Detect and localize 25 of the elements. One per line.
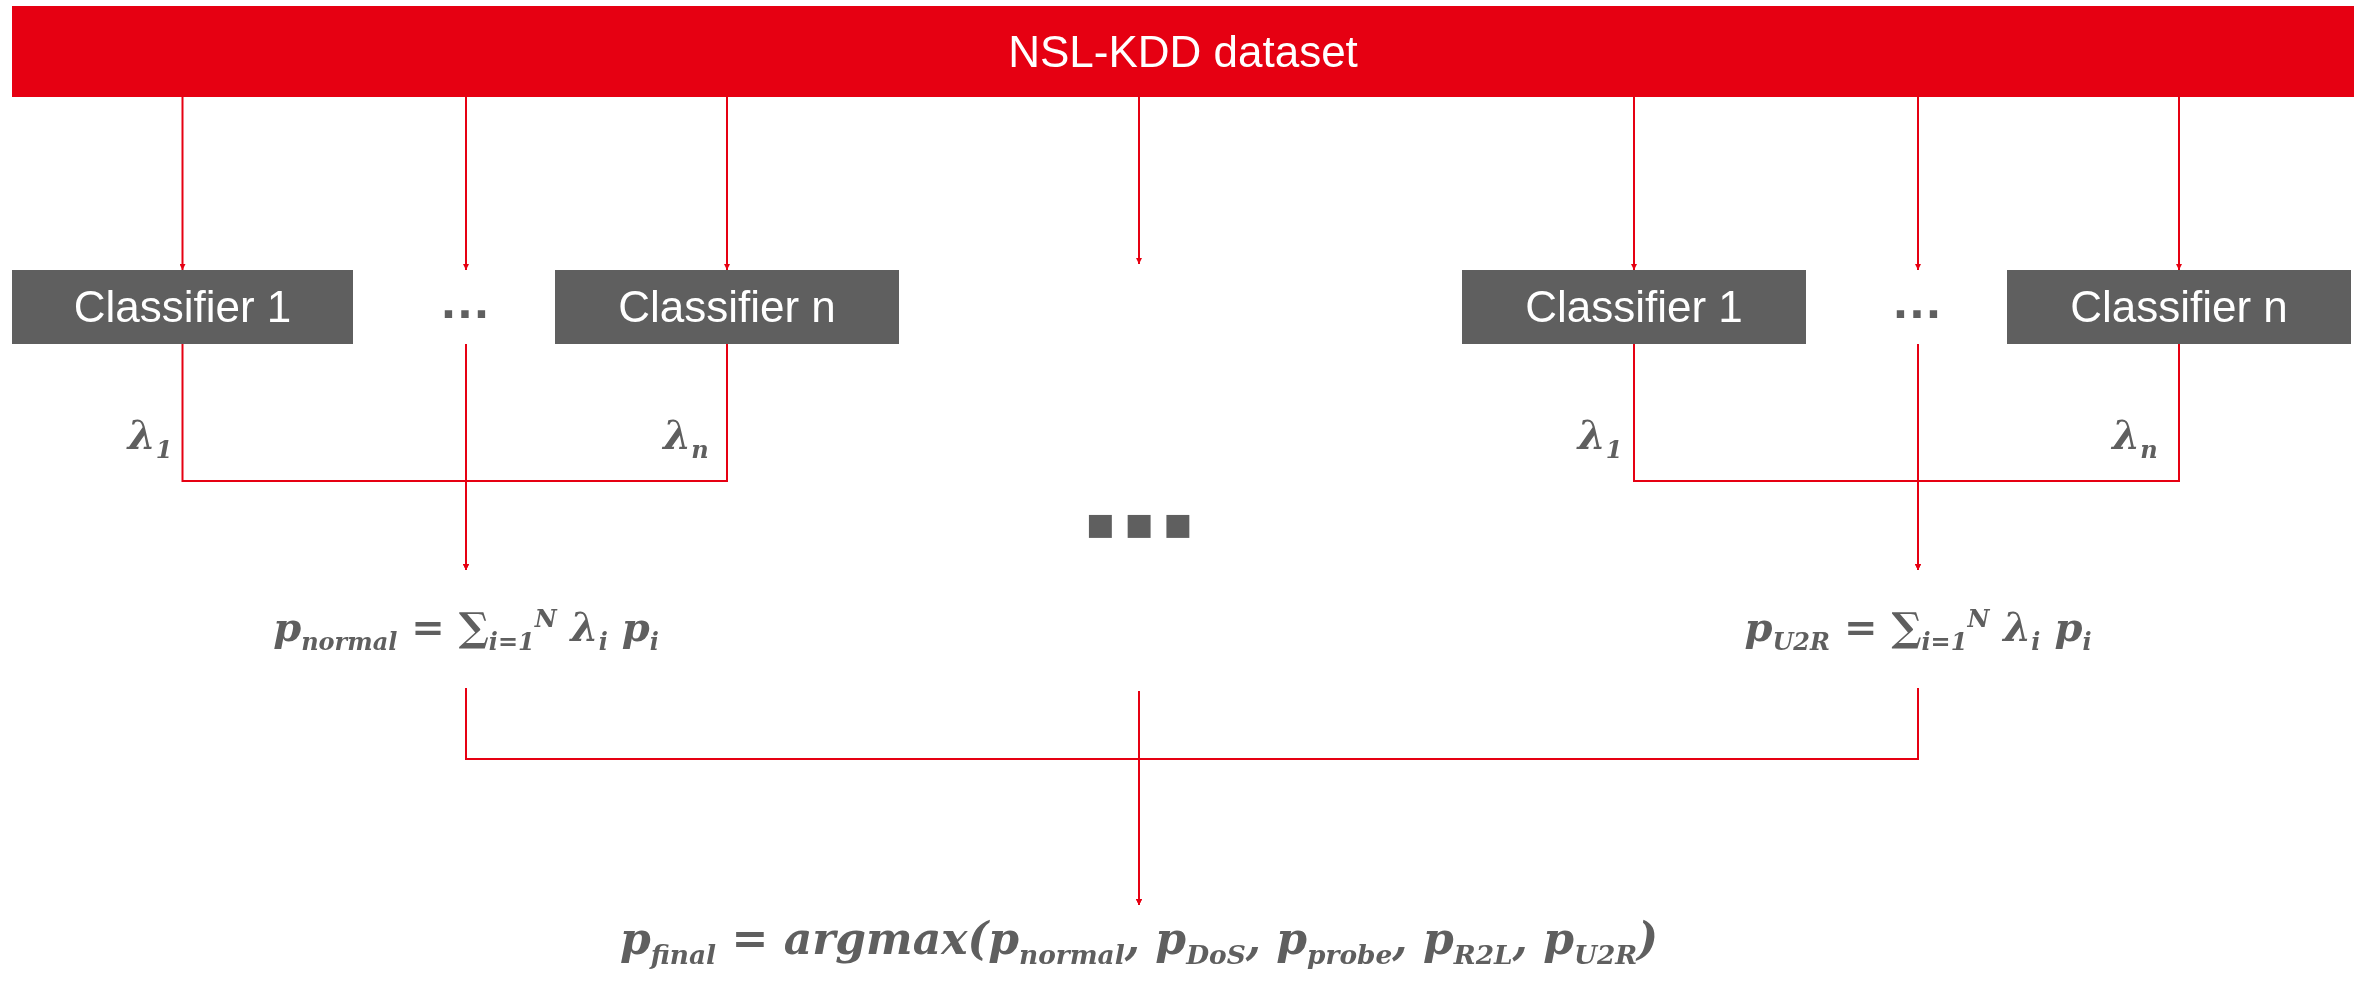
- weight-label: λ$_{n}$: [663, 410, 709, 464]
- ellipsis: ■ ■ ■: [1086, 505, 1192, 541]
- classifier-box: Classifier 1: [1462, 270, 1806, 344]
- arrow: [179, 96, 186, 271]
- dataset-bar: NSL-KDD dataset: [12, 6, 2354, 97]
- arrow: [463, 96, 469, 271]
- arrow: [1915, 343, 2180, 571]
- classifier-box: Classifier n: [555, 270, 899, 344]
- arrow: [724, 96, 730, 271]
- formula: p$_{final}$ = argmax(p$_{normal}$, p$_{DoS}$, p$_{probe}$, p$_{R2L}$, p$_{U2R}$): [500, 905, 1778, 977]
- ellipsis: ...: [406, 270, 526, 344]
- arrow: [463, 343, 728, 571]
- formula: p$_{normal}$ = ∑$_{i=1}$$^{N}$ λ$_{i}$ p$_{i}$: [276, 570, 656, 688]
- classifier-box: Classifier n: [2007, 270, 2351, 344]
- arrow: [1631, 96, 1637, 271]
- arrow: [2176, 96, 2182, 271]
- ellipsis: ...: [1858, 270, 1978, 344]
- weight-label: λ$_{n}$: [2112, 410, 2158, 464]
- arrow: [1136, 96, 1142, 265]
- weight-label: λ$_{1}$: [1577, 410, 1623, 464]
- arrow: [1136, 687, 1919, 906]
- weight-label: λ$_{1}$: [127, 410, 173, 464]
- classifier-box: Classifier 1: [12, 270, 353, 344]
- formula: p$_{U2R}$ = ∑$_{i=1}$$^{N}$ λ$_{i}$ p$_{i}$: [1738, 570, 2098, 688]
- arrow: [1915, 96, 1921, 271]
